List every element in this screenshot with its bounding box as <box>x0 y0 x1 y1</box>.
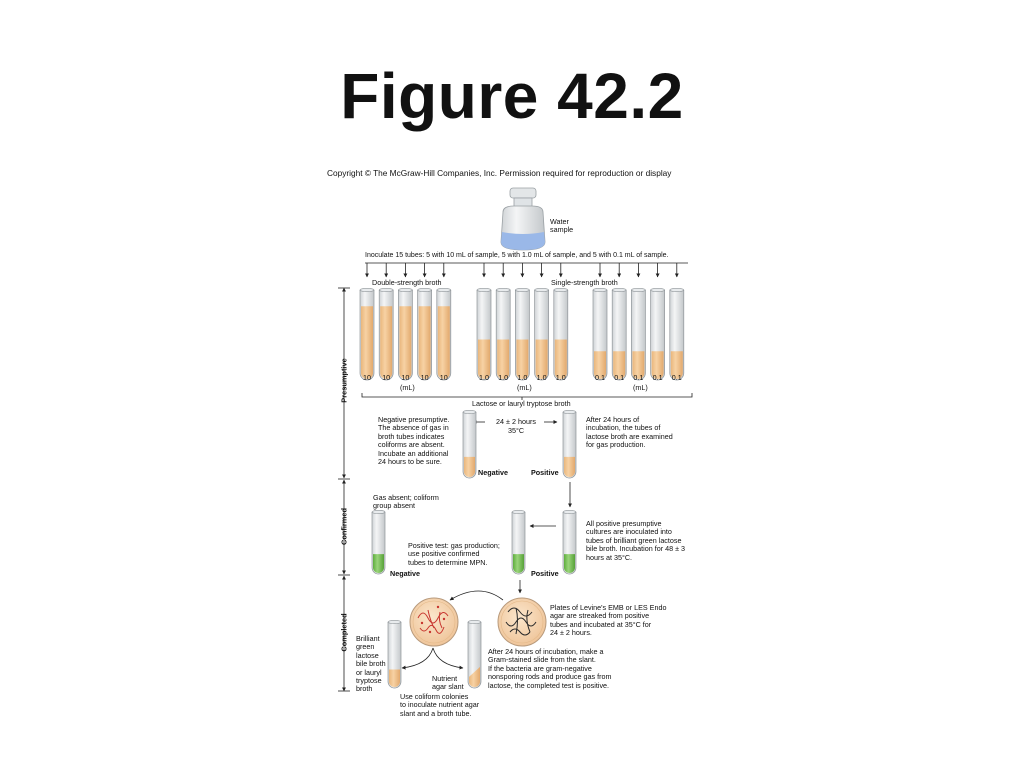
confirmed-negative-tube <box>371 510 386 575</box>
presumptive-tube-group2-3 <box>515 288 530 381</box>
water-sample-label: Water sample <box>550 217 574 235</box>
presumptive-tube-group3-4 <box>650 288 665 381</box>
water-fill <box>501 232 545 250</box>
double-strength-label: Double-strength broth <box>372 278 442 287</box>
slide-title: Figure 42.2 <box>340 60 684 132</box>
presumptive-tube-group3-5 <box>669 288 685 381</box>
all-positive-text: All positive presumptive cultures are in… <box>586 519 686 562</box>
volume-label: 0.1 <box>614 373 625 382</box>
unit-label-1: (mL) <box>400 383 415 392</box>
presumptive-tube-group2-1 <box>476 288 492 381</box>
after-24-hours-text: After 24 hours of incubation, the tubes … <box>586 415 673 450</box>
volume-label: 10 <box>382 373 391 382</box>
brilliant-green-text: Brilliant green lactose bile broth or la… <box>356 634 386 694</box>
incubation-time: 24 ± 2 hours <box>496 417 536 426</box>
emb-plate-left <box>409 597 459 647</box>
flow-arrows <box>401 420 572 670</box>
volume-label: 0.1 <box>595 373 605 382</box>
unit-label-2: (mL) <box>517 383 532 392</box>
presumptive-tube-group3-2 <box>611 288 627 381</box>
stage-presumptive: Presumptive <box>339 358 349 403</box>
nutrient-agar-label: Nutrient agar slant <box>432 674 464 692</box>
volume-label: 1.0 <box>555 373 566 382</box>
volume-label: 10 <box>439 373 448 382</box>
volume-label: 1.0 <box>517 373 528 382</box>
volume-label: 10 <box>420 373 429 382</box>
presumptive-tube-group2-4 <box>534 288 549 381</box>
volume-label: 1.0 <box>498 373 509 382</box>
volume-label: 1.0 <box>479 373 489 382</box>
presumptive-tube-group3-3 <box>631 288 646 381</box>
use-coliform-text: Use coliform colonies to inoculate nutri… <box>400 692 480 718</box>
presumptive-tube-group1-4 <box>417 288 432 381</box>
presumptive-negative-label: Negative <box>478 468 508 477</box>
confirmed-positive-tube <box>511 510 526 575</box>
presumptive-negative-tube <box>462 410 477 479</box>
stage-confirmed: Confirmed <box>339 508 349 545</box>
volume-label: 10 <box>401 373 410 382</box>
volume-label: 0.1 <box>652 373 663 382</box>
plates-text: Plates of Levine's EMB or LES Endo agar … <box>550 603 667 638</box>
presumptive-tube-group1-1 <box>359 288 375 381</box>
single-strength-label: Single-strength broth <box>551 278 618 287</box>
presumptive-tube-group1-3 <box>398 288 413 381</box>
figure-graphics <box>338 187 693 692</box>
inoculation-arrows <box>365 263 679 278</box>
presumptive-positive-label: Positive <box>531 468 559 477</box>
presumptive-tube-group1-2 <box>378 288 394 381</box>
inoculate-instruction: Inoculate 15 tubes: 5 with 10 mL of samp… <box>365 252 669 259</box>
presumptive-tube-group1-5 <box>436 288 452 381</box>
positive-test-text: Positive test: gas production; use posit… <box>408 541 500 567</box>
presumptive-tubes <box>359 288 685 381</box>
confirmed-inoculated-tube <box>562 510 577 575</box>
presumptive-tube-group2-2 <box>495 288 511 381</box>
stage-completed: Completed <box>339 613 349 652</box>
copyright-notice: Copyright © The McGraw-Hill Companies, I… <box>327 168 672 178</box>
presumptive-tube-group3-1 <box>592 288 608 381</box>
brilliant-green-broth-tube <box>387 620 402 689</box>
nutrient-agar-slant-tube <box>467 620 482 689</box>
confirmed-negative-label: Negative <box>390 569 420 578</box>
gas-absent-text: Gas absent; coliform group absent <box>373 493 439 511</box>
volume-label: 10 <box>363 373 371 382</box>
figure-42-2: Copyright © The McGraw-Hill Companies, I… <box>320 160 710 725</box>
incubation-temp: 35°C <box>507 426 525 435</box>
emb-plate-right <box>497 597 547 647</box>
volume-label: 0.1 <box>671 373 682 382</box>
unit-label-3: (mL) <box>633 383 648 392</box>
volume-label: 0.1 <box>633 373 644 382</box>
presumptive-positive-tube <box>562 410 577 479</box>
after-24-gram-text: After 24 hours of incubation, make a Gra… <box>488 647 612 690</box>
presumptive-tube-group2-5 <box>553 288 569 381</box>
stage-brackets <box>338 287 350 692</box>
volume-label: 1.0 <box>536 373 547 382</box>
flow-tubes <box>371 410 577 689</box>
negative-presumptive-text: Negative presumptive. The absence of gas… <box>378 415 450 467</box>
water-sample-bottle <box>500 187 546 251</box>
confirmed-positive-label: Positive <box>531 569 559 578</box>
lactose-broth-label: Lactose or lauryl tryptose broth <box>472 399 571 408</box>
